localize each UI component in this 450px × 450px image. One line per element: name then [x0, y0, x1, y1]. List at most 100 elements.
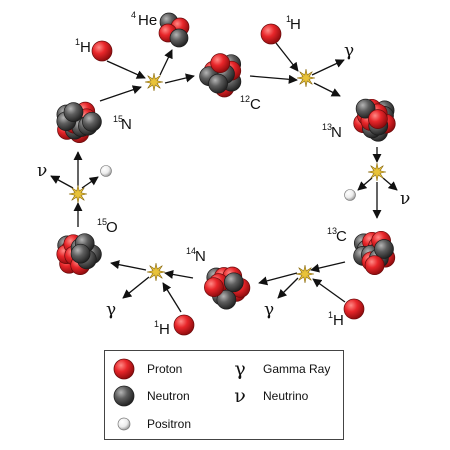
label-h1-top-right: 1 H — [286, 14, 301, 33]
proton — [210, 53, 231, 73]
arrow-star3-to-positron — [357, 177, 373, 191]
neutron — [216, 289, 237, 310]
reaction-star-6 — [68, 184, 88, 204]
proton-icon — [113, 358, 135, 380]
he4-nucleus — [158, 12, 190, 48]
svg-text:1: 1 — [286, 14, 291, 24]
neutron — [63, 102, 84, 122]
legend-gamma-ray: γ Gamma Ray — [229, 358, 330, 380]
n14-nucleus — [204, 266, 251, 310]
proton — [173, 314, 195, 336]
label-c12: 12 C — [240, 94, 261, 113]
legend-neutron: Neutron — [113, 385, 190, 407]
svg-text:O: O — [106, 219, 118, 236]
neutrino-symbol: ν — [400, 189, 410, 209]
gamma-symbol: γ — [264, 300, 274, 320]
neutron — [70, 243, 91, 264]
arrow-star6-to-neutrino — [50, 175, 74, 189]
svg-text:C: C — [336, 228, 347, 245]
label-n14: 14 N — [186, 246, 206, 265]
h1-top-right-proton — [260, 23, 282, 45]
h1-bottom-center-proton — [173, 314, 195, 336]
neutron — [82, 111, 102, 132]
label-h1-bottom-center: 1 H — [154, 319, 170, 338]
svg-text:14: 14 — [186, 246, 196, 256]
label-h1-top-left: 1 H — [75, 37, 91, 56]
reaction-star-2 — [296, 68, 316, 88]
svg-text:1: 1 — [154, 319, 159, 329]
neutron — [223, 272, 244, 293]
arrow-c13-to-star4 — [310, 261, 346, 273]
arrow-c12-to-star2 — [249, 74, 298, 84]
gamma-symbol: γ — [106, 300, 116, 320]
arrow-star4-to-gamma — [277, 277, 299, 299]
arrow-star5-to-o15 — [110, 260, 147, 271]
n13-nucleus — [353, 98, 396, 142]
arrow-star1-to-c12 — [164, 73, 195, 84]
positron-icon — [113, 413, 135, 435]
svg-text:C: C — [250, 96, 261, 113]
svg-text:N: N — [195, 248, 206, 265]
reaction-stars — [68, 68, 387, 284]
label-he4: 4 He — [131, 10, 157, 29]
svg-text:H: H — [333, 312, 344, 329]
arrow-h1-to-star2 — [275, 42, 299, 72]
neutrino-symbol: ν — [37, 161, 47, 181]
svg-text:N: N — [331, 124, 342, 141]
c13-nucleus — [353, 230, 396, 276]
gamma-symbol: γ — [344, 41, 354, 61]
reaction-star-1 — [144, 72, 164, 92]
h1-bottom-right-proton — [343, 298, 365, 320]
legend-neutrino: ν Neutrino — [229, 385, 308, 407]
proton — [260, 23, 282, 45]
nuclei-layer — [56, 12, 396, 336]
svg-text:15: 15 — [113, 114, 123, 124]
svg-text:N: N — [121, 116, 132, 133]
arrow-star2-to-gamma — [311, 59, 345, 76]
arrow-n15-to-star1 — [99, 85, 142, 102]
arrow-star5-to-gamma — [122, 276, 150, 299]
label-o15: 15 O — [97, 217, 118, 236]
svg-text:1: 1 — [328, 310, 333, 320]
reaction-arrows — [50, 42, 398, 313]
neutrino-symbol: ν — [234, 385, 246, 407]
positron-icon — [100, 165, 112, 177]
svg-text:H: H — [80, 39, 91, 56]
label-n13: 13 N — [322, 122, 342, 141]
proton — [91, 40, 113, 62]
n15-nucleus — [56, 101, 102, 144]
arrow-h1-to-star4 — [312, 278, 346, 303]
arrow-h1-to-star5 — [162, 282, 182, 313]
neutron-icon — [113, 385, 135, 407]
arrow-n14-to-star5 — [164, 269, 194, 279]
neutron — [374, 239, 394, 259]
label-h1-bottom-right: 1 H — [328, 310, 344, 329]
svg-text:15: 15 — [97, 217, 107, 227]
label-n15: 15 N — [113, 114, 132, 133]
h1-top-left-proton — [91, 40, 113, 62]
arrow-star6-to-positron — [81, 176, 99, 189]
svg-text:4: 4 — [131, 10, 136, 20]
neutron — [169, 28, 189, 48]
arrow-star4-to-n14 — [258, 272, 298, 286]
svg-text:12: 12 — [240, 94, 250, 104]
gamma-symbol: γ — [234, 358, 246, 380]
reaction-star-3 — [367, 162, 387, 182]
c12-nucleus — [199, 53, 242, 98]
neutron — [208, 73, 228, 94]
proton — [343, 298, 365, 320]
svg-text:He: He — [138, 12, 157, 29]
arrow-h1-to-star1 — [106, 60, 146, 79]
proton — [364, 255, 385, 276]
positron-icon — [344, 189, 356, 201]
arrow-star3-to-neutrino — [382, 177, 398, 191]
proton — [204, 277, 224, 298]
label-c13: 13 C — [327, 226, 347, 245]
reaction-star-4 — [295, 264, 315, 284]
reaction-star-5 — [146, 262, 166, 282]
arrow-star2-to-n13 — [313, 82, 341, 97]
legend-proton: Proton — [113, 358, 182, 380]
o15-nucleus — [56, 233, 102, 275]
svg-text:1: 1 — [75, 37, 80, 47]
